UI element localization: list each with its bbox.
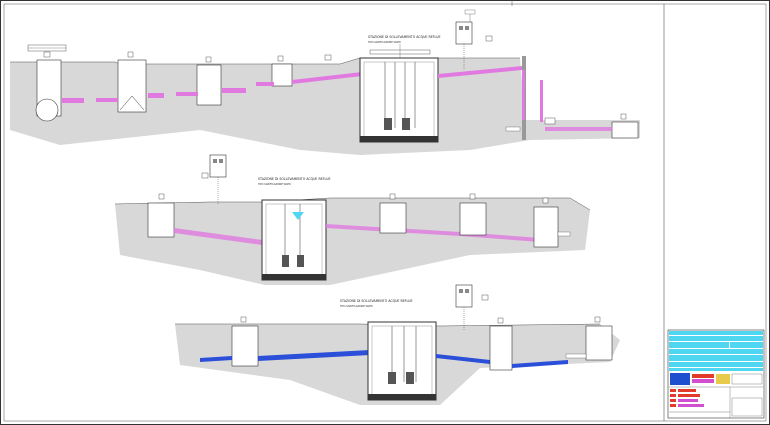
pump-mid-1 — [282, 255, 289, 267]
manhole-mid-2 — [379, 202, 407, 234]
sublabel-top: TIPO SANIFICAZIONE WWW — [368, 41, 401, 44]
sublabel-bottom: TIPO SANIFICAZIONE WWW — [340, 305, 373, 308]
manhole-bottom-2 — [489, 325, 513, 371]
level-indicator — [292, 212, 304, 220]
manhole-mid-4 — [533, 206, 559, 248]
control-panel-middle — [209, 154, 227, 178]
pump-bot-1 — [388, 372, 396, 384]
pump-station-bottom — [367, 321, 437, 401]
company-logo — [670, 373, 690, 385]
pump-mid-2 — [297, 255, 304, 267]
manhole-2 — [117, 59, 147, 113]
label-bottom: STAZIONE DI SOLLEVAMENTO ACQUE REFLUE — [340, 299, 412, 303]
control-panel-bottom — [455, 284, 473, 308]
ground-fill — [10, 58, 640, 155]
section-bottom: STAZIONE DI SOLLEVAMENTO ACQUE REFLUE TI… — [175, 284, 620, 405]
manhole-bottom-3 — [585, 325, 613, 361]
manhole-right-top — [611, 121, 639, 139]
pump-bot-2 — [406, 372, 414, 384]
section-middle: STAZIONE DI SOLLEVAMENTO ACQUE REFLUE TI… — [114, 154, 591, 285]
inner-border — [3, 3, 767, 422]
label-top: STAZIONE DI SOLLEVAMENTO ACQUE REFLUE — [368, 35, 440, 39]
manhole-mid-3 — [459, 202, 487, 236]
label-middle: STAZIONE DI SOLLEVAMENTO ACQUE REFLUE — [258, 177, 330, 181]
manhole-3 — [196, 64, 222, 106]
manhole-mid-1 — [147, 202, 175, 238]
pipe-segment — [62, 98, 84, 103]
sublabel-middle: TIPO SANIFICAZIONE WWW — [258, 183, 291, 186]
manhole-4 — [271, 63, 293, 87]
circular-pipe — [35, 98, 59, 122]
pump-2 — [402, 118, 410, 130]
pump-station-top — [359, 57, 439, 143]
control-panel-top — [455, 21, 473, 45]
manhole-bottom-1 — [231, 325, 259, 367]
ground-fill-mid — [115, 198, 590, 285]
section-top: STAZIONE DI SOLLEVAMENTO ACQUE REFLUE TI… — [10, 9, 640, 155]
pump-1 — [384, 118, 392, 130]
title-block — [667, 329, 765, 419]
